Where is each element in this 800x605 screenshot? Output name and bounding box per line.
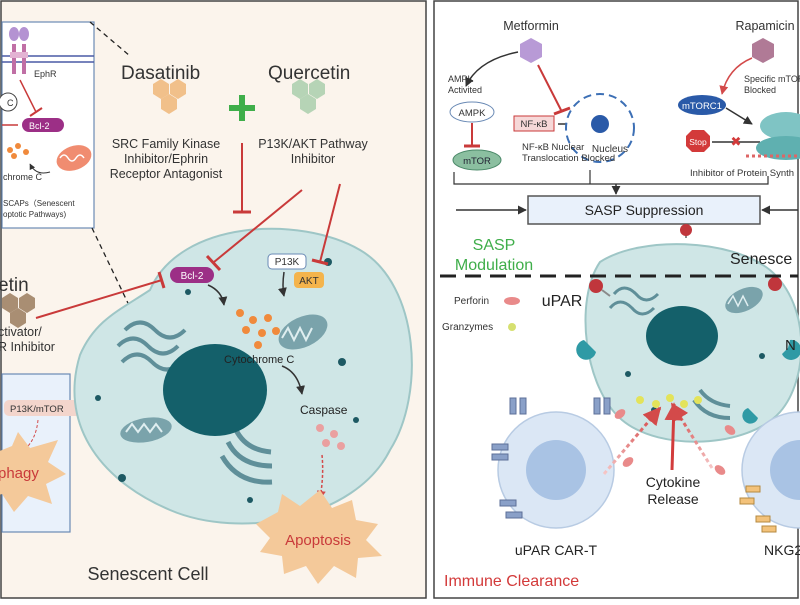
inset-caption-2: optotic Pathways) <box>3 210 66 219</box>
mtor-label: mTOR <box>463 156 491 167</box>
senescent-cell: Bcl-2 P13K AKT Cytochrome C Caspase <box>73 227 413 525</box>
dasatinib-desc-2: Inhibitor/Ephrin <box>124 152 208 166</box>
immune-clearance-label: Immune Clearance <box>444 573 579 590</box>
mtorc1-label: mTORC1 <box>682 101 722 112</box>
perforin-label: Perforin <box>454 296 489 307</box>
upar-car-t-label: uPAR CAR-T <box>515 542 598 558</box>
cell-akt-label: AKT <box>299 276 318 287</box>
dasatinib-name: Dasatinib <box>121 63 200 84</box>
nfkb-block-2: Translocation Blocked <box>522 153 615 164</box>
inset-ephr-label: EphR <box>34 69 57 79</box>
mtor-node <box>452 149 502 171</box>
combination-plus-icon <box>229 95 255 121</box>
inset-src-label: C <box>7 98 14 108</box>
ampk-label: AMPK <box>459 108 487 119</box>
ampk-node <box>449 101 495 123</box>
fisetin-molecule-icon <box>2 293 35 328</box>
nfkb-box <box>513 115 555 132</box>
mtorc-specific-2: Blocked <box>744 85 776 95</box>
cell-cytochrome-label: Cytochrome C <box>224 354 294 366</box>
metformin-label: Metformin <box>503 19 559 33</box>
sasp-suppression-box <box>527 195 761 225</box>
protein-synthesis-label: Inhibitor of Protein Synth <box>690 168 794 179</box>
stop-sign-icon <box>686 130 710 152</box>
sasp-modulation-2: Modulation <box>455 257 533 274</box>
autophagy-label: phagy <box>0 465 39 482</box>
senescent-right-label: Senesce <box>730 251 792 268</box>
inset-senolytic-pathway: EphR C Bcl-2 chrome C SCAPs（Senescent op… <box>0 21 95 229</box>
fisetin-desc-1: ctivator/ <box>0 325 42 339</box>
stop-label: Stop <box>689 137 707 147</box>
block-x-icon: ✖ <box>731 134 742 149</box>
autophagy-pathway-label: P13K/mTOR <box>10 404 64 415</box>
ribosome-icon <box>746 112 800 160</box>
cell-caspase-label: Caspase <box>300 403 348 417</box>
granzyme-icon <box>508 323 516 331</box>
nkg2dl-label: NKG2DL <box>764 542 800 558</box>
cell-mitochondria-icon <box>120 314 328 443</box>
fisetin-desc-2: R Inhibitor <box>0 340 55 354</box>
quercetin-name: Quercetin <box>268 63 350 84</box>
nucleus-label: Nucleus <box>592 144 628 155</box>
sasp-suppression-label: SASP Suppression <box>585 202 704 218</box>
upar-label: uPAR <box>542 293 583 310</box>
ephr-receptor-icon <box>9 27 19 41</box>
sasp-modulation-1: SASP <box>473 237 516 254</box>
quercetin-desc-2: Inhibitor <box>291 152 335 166</box>
rapamicin-label: Rapamicin <box>735 19 794 33</box>
granzymes-label: Granzymes <box>442 322 493 333</box>
perforin-icon <box>504 297 520 305</box>
quercetin-molecule-icon <box>292 79 325 114</box>
cytokine-release-2: Release <box>647 491 699 507</box>
inset-bcl2-label: Bcl-2 <box>29 121 50 131</box>
n-label: N <box>785 337 796 354</box>
cell-p13k-label: P13K <box>275 257 300 268</box>
metformin-molecule-icon <box>520 38 542 63</box>
cell-bcl2-pill <box>170 267 214 283</box>
cytokine-release-1: Cytokine <box>646 474 701 490</box>
mtorc1-node <box>678 95 726 115</box>
dasatinib-desc-3: Receptor Antagonist <box>110 167 223 181</box>
inset-cytochrome-label: chrome C <box>3 172 43 182</box>
apoptosis-burst <box>256 490 382 584</box>
nk-cell <box>739 408 800 533</box>
inhibition-lines <box>35 143 341 319</box>
caspase-dots <box>316 424 345 450</box>
cell-bcl2-label: Bcl-2 <box>181 271 204 282</box>
nfkb-label: NF-κB <box>521 119 548 130</box>
ampk-activated-2: Activited <box>448 85 482 95</box>
mtorc-specific-1: Specific mTORC <box>744 74 800 84</box>
inset-mitochondria-icon <box>56 145 92 171</box>
autophagy-panel: P13K/mTOR phagy <box>0 373 88 533</box>
inset-bcl2-pill <box>22 118 64 132</box>
apoptosis-label: Apoptosis <box>285 532 351 549</box>
upar-car-t-cell <box>491 397 615 529</box>
rapamicin-molecule-icon <box>752 38 774 63</box>
dasatinib-molecule-icon <box>153 79 186 114</box>
cell-nucleus <box>163 344 267 436</box>
dasatinib-desc-1: SRC Family Kinase <box>112 137 220 151</box>
inset-caption-1: SCAPs（Senescent <box>3 199 75 208</box>
cell-akt-box <box>294 272 324 288</box>
quercetin-desc-1: P13K/AKT Pathway <box>258 137 368 151</box>
senescent-cell-label: Senescent Cell <box>87 564 208 584</box>
cell-p13k-box <box>267 253 307 270</box>
fisetin-name: etin <box>0 275 29 296</box>
ampk-activated-1: AMPK <box>448 74 474 84</box>
cytochrome-c-dots <box>236 309 280 349</box>
nfkb-block-1: NF-κB Nuclear <box>522 142 584 153</box>
